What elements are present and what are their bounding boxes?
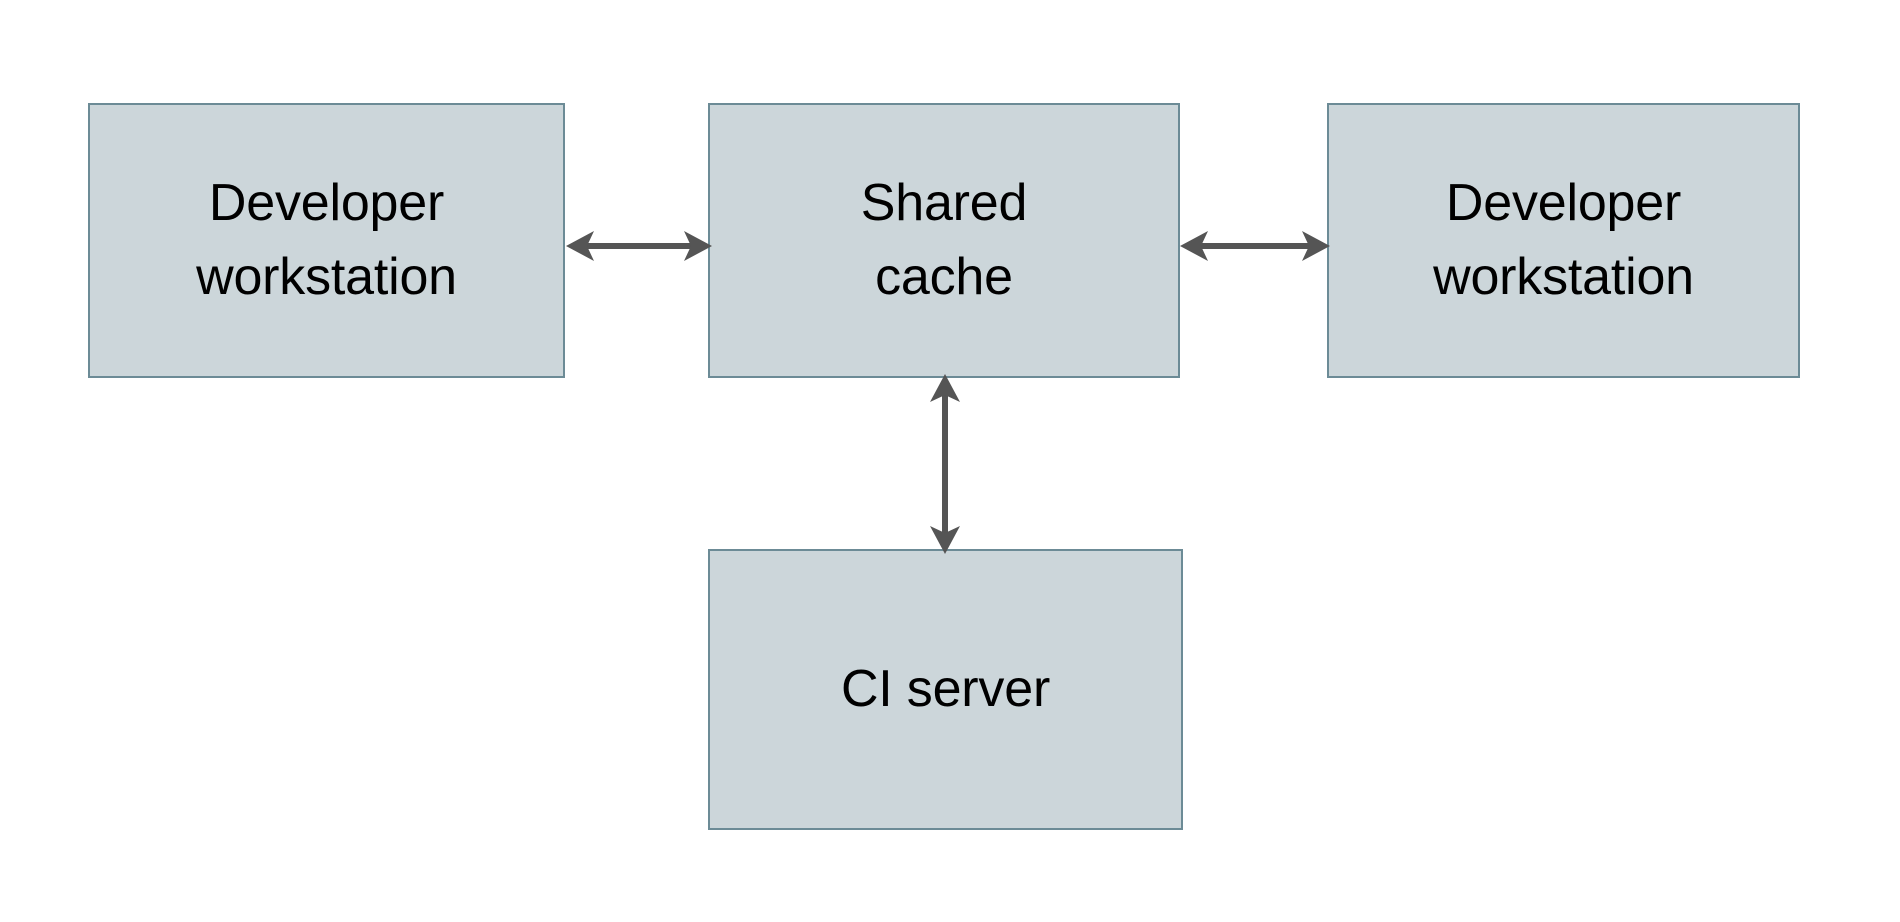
node-label-shared-cache: Shared cache [860, 173, 1028, 306]
node-label-developer-workstation-left: Developer workstation [196, 173, 457, 306]
edge-ci-server-to-shared-cache [930, 374, 960, 554]
node-shared-cache[interactable]: Shared cache [708, 103, 1180, 378]
node-developer-workstation-right[interactable]: Developer workstation [1327, 103, 1800, 378]
double-arrow-icon [930, 374, 960, 554]
double-arrow-icon [1180, 231, 1330, 261]
double-arrow-icon [566, 231, 712, 261]
edge-shared-cache-to-dev-right [1180, 231, 1330, 261]
node-label-ci-server: CI server [840, 659, 1051, 718]
edge-dev-left-to-shared-cache [566, 231, 712, 261]
node-label-developer-workstation-right: Developer workstation [1433, 173, 1694, 306]
node-ci-server[interactable]: CI server [708, 549, 1183, 830]
node-developer-workstation-left[interactable]: Developer workstation [88, 103, 565, 378]
